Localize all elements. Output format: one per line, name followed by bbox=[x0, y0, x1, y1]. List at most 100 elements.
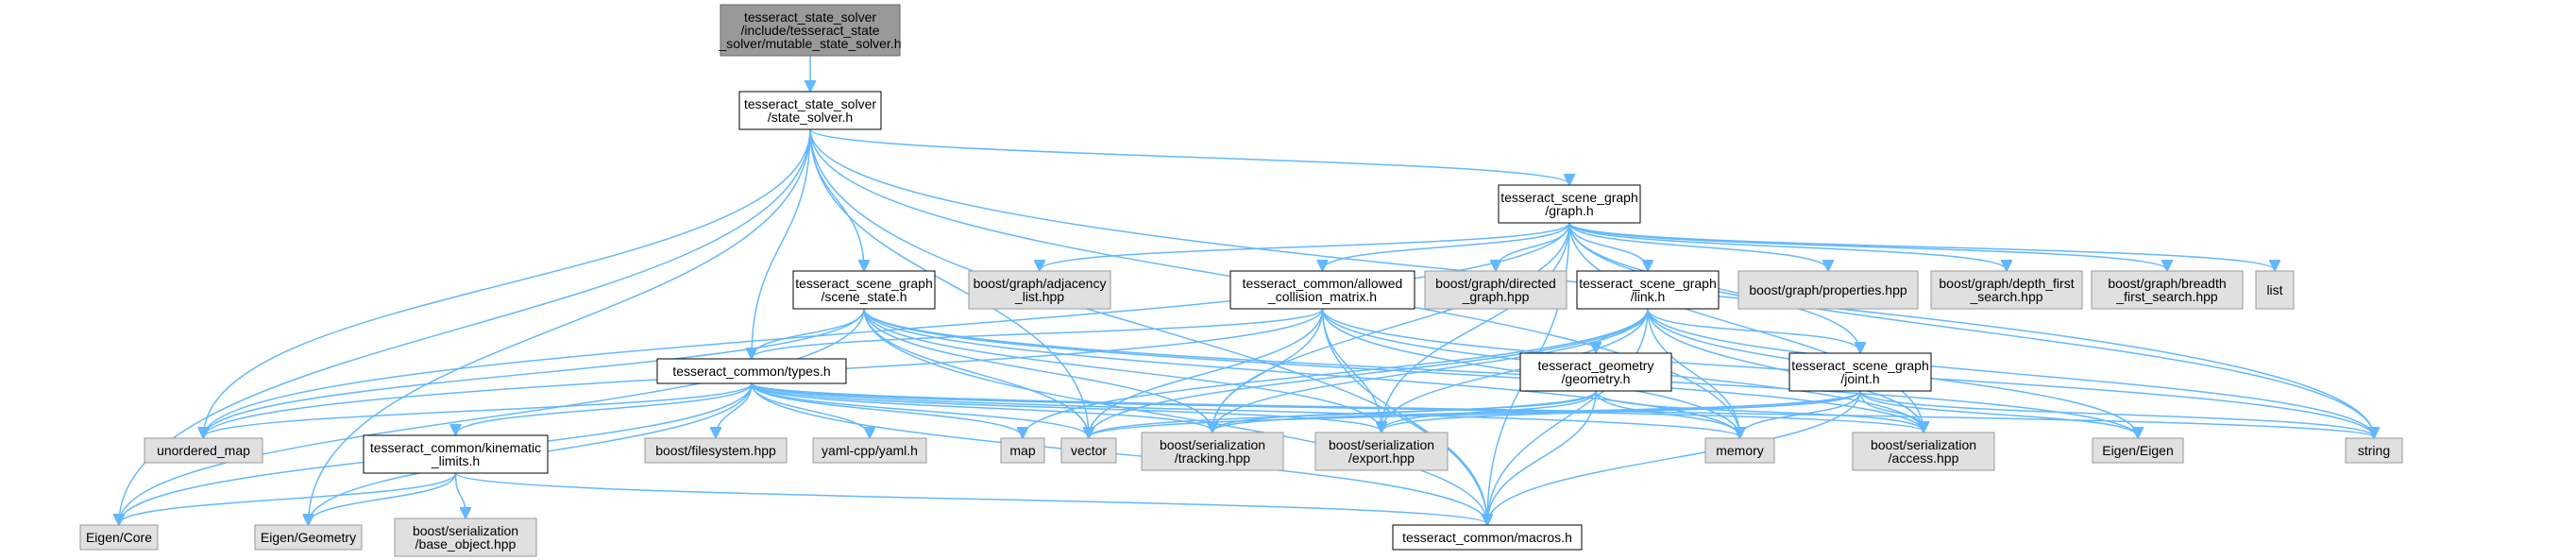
node-label: tesseract_scene_graph bbox=[1500, 190, 1638, 205]
node-label: _collision_matrix.h bbox=[1267, 289, 1377, 304]
node-label: tesseract_common/kinematic bbox=[370, 440, 541, 455]
node-map: map bbox=[1000, 437, 1045, 464]
edge-graph-to-access bbox=[1568, 222, 1924, 432]
node-box bbox=[1788, 352, 1932, 392]
edge-link-to-string bbox=[1647, 308, 2374, 437]
node-label: memory bbox=[1716, 443, 1764, 458]
node-label: /export.hpp bbox=[1348, 450, 1415, 466]
node-joint[interactable]: tesseract_scene_graph/joint.h bbox=[1788, 352, 1932, 392]
node-label: list bbox=[2266, 282, 2282, 297]
node-box bbox=[254, 524, 363, 551]
node-label: tesseract_state_solver bbox=[744, 96, 876, 111]
node-label: tesseract_scene_graph bbox=[1579, 276, 1717, 291]
node-box bbox=[1424, 270, 1568, 310]
edge-scene_state-to-unordered_map bbox=[204, 308, 865, 437]
edge-kinematic-to-eigen_geometry bbox=[309, 472, 457, 524]
edge-link-to-map bbox=[1023, 308, 1649, 437]
node-label: /include/tesseract_state bbox=[740, 23, 879, 38]
node-link[interactable]: tesseract_scene_graph/link.h bbox=[1576, 270, 1720, 310]
edge-link-to-tracking bbox=[1212, 308, 1649, 432]
node-box bbox=[1737, 270, 1919, 310]
edge-joint-to-string bbox=[1859, 390, 2374, 437]
node-box bbox=[792, 270, 936, 310]
node-box bbox=[1930, 270, 2083, 310]
edge-graph-to-bfs bbox=[1568, 222, 2167, 270]
node-label: boost/serialization bbox=[1160, 437, 1265, 452]
node-string: string bbox=[2345, 437, 2403, 464]
node-root[interactable]: tesseract_state_solver/include/tesseract… bbox=[719, 4, 902, 57]
node-label: tesseract_common/types.h bbox=[672, 364, 830, 379]
edge-graph-to-acm bbox=[1323, 222, 1570, 270]
node-geometry[interactable]: tesseract_geometry/geometry.h bbox=[1519, 352, 1672, 392]
node-box bbox=[1704, 437, 1775, 464]
node-macros[interactable]: tesseract_common/macros.h bbox=[1392, 524, 1583, 551]
edge-state_solver-to-graph bbox=[809, 128, 1569, 184]
node-label: boost/serialization bbox=[413, 523, 518, 538]
edge-types-to-export bbox=[751, 382, 1381, 432]
node-label: tesseract_common/macros.h bbox=[1402, 530, 1572, 545]
node-label: tesseract_state_solver bbox=[744, 9, 876, 25]
node-scene-state[interactable]: tesseract_scene_graph/scene_state.h bbox=[792, 270, 936, 310]
node-box bbox=[656, 358, 847, 384]
node-types[interactable]: tesseract_common/types.h bbox=[656, 358, 847, 384]
node-eigen-core: Eigen/Core bbox=[79, 524, 159, 551]
node-label: boost/serialization bbox=[1871, 437, 1976, 452]
edge-link-to-joint bbox=[1647, 308, 1860, 352]
node-box bbox=[1141, 432, 1284, 471]
node-label: boost/filesystem.hpp bbox=[655, 443, 776, 458]
node-eigen-eigen: Eigen/Eigen bbox=[2092, 437, 2184, 464]
edge-kinematic-to-base_object bbox=[454, 472, 466, 518]
node-directed: boost/graph/directed_graph.hpp bbox=[1424, 270, 1568, 310]
node-label: boost/graph/adjacency bbox=[974, 276, 1107, 291]
node-access: boost/serialization/access.hpp bbox=[1852, 432, 1995, 471]
node-yaml: yaml-cpp/yaml.h bbox=[812, 437, 927, 464]
edge-graph-to-dfs bbox=[1568, 222, 2007, 270]
edge-kinematic-to-eigen_core bbox=[119, 472, 457, 524]
edge-geometry-to-access bbox=[1595, 390, 1924, 432]
node-label: boost/graph/properties.hpp bbox=[1749, 282, 1907, 297]
edge-joint-to-memory bbox=[1740, 390, 1861, 437]
node-label: boost/graph/depth_first bbox=[1939, 276, 2074, 291]
node-box bbox=[1852, 432, 1995, 471]
edge-scene_state-to-export bbox=[863, 308, 1381, 432]
edge-acm-to-vector bbox=[1089, 308, 1324, 437]
node-vector: vector bbox=[1060, 437, 1117, 464]
node-box bbox=[1576, 270, 1720, 310]
node-label: _list.hpp bbox=[1014, 289, 1064, 304]
edge-joint-to-macros bbox=[1487, 390, 1861, 524]
node-label: /access.hpp bbox=[1889, 450, 1959, 466]
edge-joint-to-export bbox=[1381, 390, 1861, 432]
node-label: tesseract_common/allowed bbox=[1243, 276, 1403, 291]
node-dfs: boost/graph/depth_first_search.hpp bbox=[1930, 270, 2083, 310]
edge-state_solver-to-scene_state bbox=[809, 128, 864, 270]
node-label: Eigen/Eigen bbox=[2102, 443, 2174, 458]
node-base-object: boost/serialization/base_object.hpp bbox=[394, 518, 537, 557]
node-box bbox=[968, 270, 1111, 310]
edge-types-to-filesystem bbox=[716, 382, 753, 437]
edge-types-to-map bbox=[751, 382, 1023, 437]
node-kinematic[interactable]: tesseract_common/kinematic_limits.h bbox=[363, 434, 549, 474]
node-label: /state_solver.h bbox=[768, 110, 853, 125]
node-state-solver[interactable]: tesseract_state_solver/state_solver.h bbox=[738, 91, 882, 130]
edge-link-to-access bbox=[1647, 308, 1924, 432]
edge-link-to-macros bbox=[1487, 308, 1649, 524]
edge-graph-to-unordered_map bbox=[204, 222, 1570, 437]
node-bfs: boost/graph/breadth_first_search.hpp bbox=[2091, 270, 2244, 310]
edge-types-to-unordered_map bbox=[204, 382, 753, 437]
node-acm[interactable]: tesseract_common/allowed_collision_matri… bbox=[1229, 270, 1415, 310]
node-list: list bbox=[2255, 270, 2295, 310]
node-box bbox=[1498, 184, 1641, 224]
node-label: boost/serialization bbox=[1329, 437, 1434, 452]
edge-types-to-macros bbox=[751, 382, 1487, 524]
node-box bbox=[2092, 437, 2184, 464]
node-label: unordered_map bbox=[157, 443, 250, 458]
node-graph[interactable]: tesseract_scene_graph/graph.h bbox=[1498, 184, 1641, 224]
node-adjacency: boost/graph/adjacency_list.hpp bbox=[968, 270, 1111, 310]
edge-geometry-to-tracking bbox=[1212, 390, 1597, 432]
node-eigen-geometry: Eigen/Geometry bbox=[254, 524, 363, 551]
edge-graph-to-properties bbox=[1568, 222, 1828, 270]
node-box bbox=[2091, 270, 2244, 310]
node-filesystem: boost/filesystem.hpp bbox=[644, 437, 788, 464]
node-label: vector bbox=[1071, 443, 1107, 458]
